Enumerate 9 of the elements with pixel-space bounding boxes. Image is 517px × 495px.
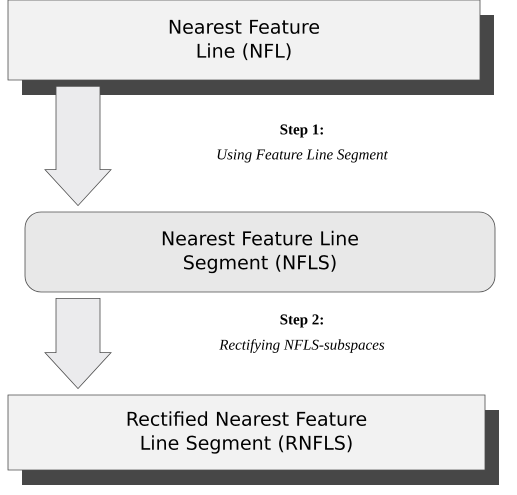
step-label: Step 2: (280, 314, 323, 328)
process-box: Nearest Feature Line (NFL) (8, 0, 494, 95)
step-label: Using Feature Line Segment (218, 149, 388, 163)
process-box: Nearest Feature Line Segment (NFLS) (24, 212, 496, 292)
block-arrow (44, 298, 112, 390)
process-box: Rectified Nearest Feature Line Segment (RNFLS) (8, 394, 499, 485)
step-label: Rectifying NFLS-subspaces (219, 339, 384, 353)
step-label: Step 1: (280, 124, 323, 138)
block-arrow (44, 86, 112, 206)
